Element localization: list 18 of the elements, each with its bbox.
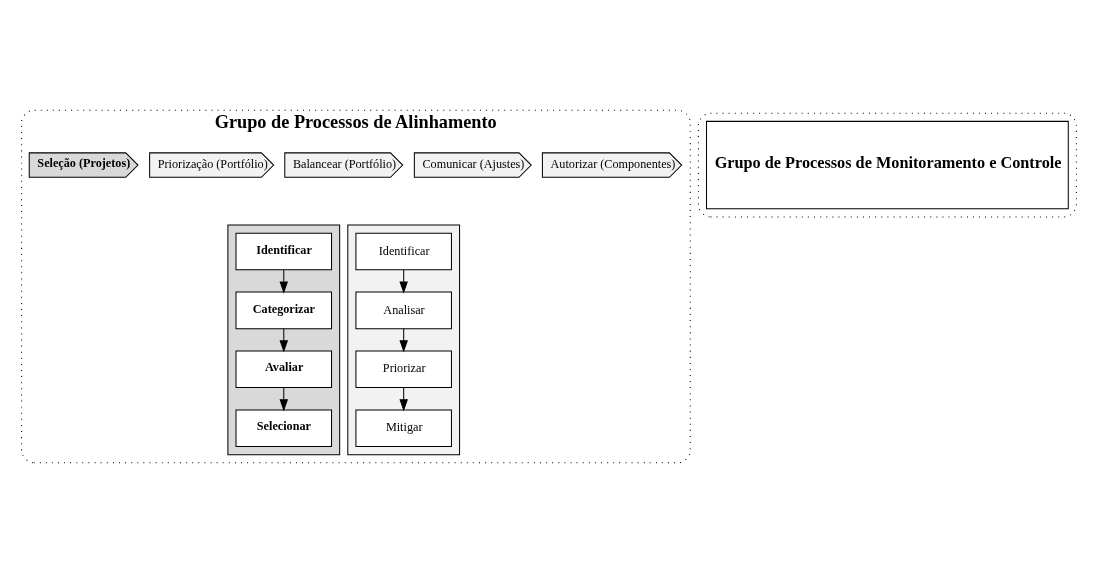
cluster — [697, 112, 1077, 217]
cluster — [347, 224, 461, 455]
node-box: Identificar — [355, 232, 452, 270]
node-box: Priorizar — [355, 350, 452, 388]
node-box: Grupo de Processos de Monitoramento e Controle — [706, 120, 1069, 209]
node-box: Selecionar — [235, 408, 333, 447]
arrow — [279, 268, 289, 294]
arrow — [399, 327, 408, 353]
node-box: Avaliar — [235, 350, 333, 388]
arrow — [279, 327, 289, 353]
node-box: Categorizar — [235, 291, 333, 329]
arrow — [399, 386, 408, 411]
node-box: Identificar — [235, 232, 333, 270]
cluster — [227, 224, 341, 455]
node-box: Analisar — [355, 291, 452, 329]
arrow — [279, 386, 289, 411]
arrow — [399, 268, 408, 294]
node-box: Mitigar — [355, 408, 452, 447]
